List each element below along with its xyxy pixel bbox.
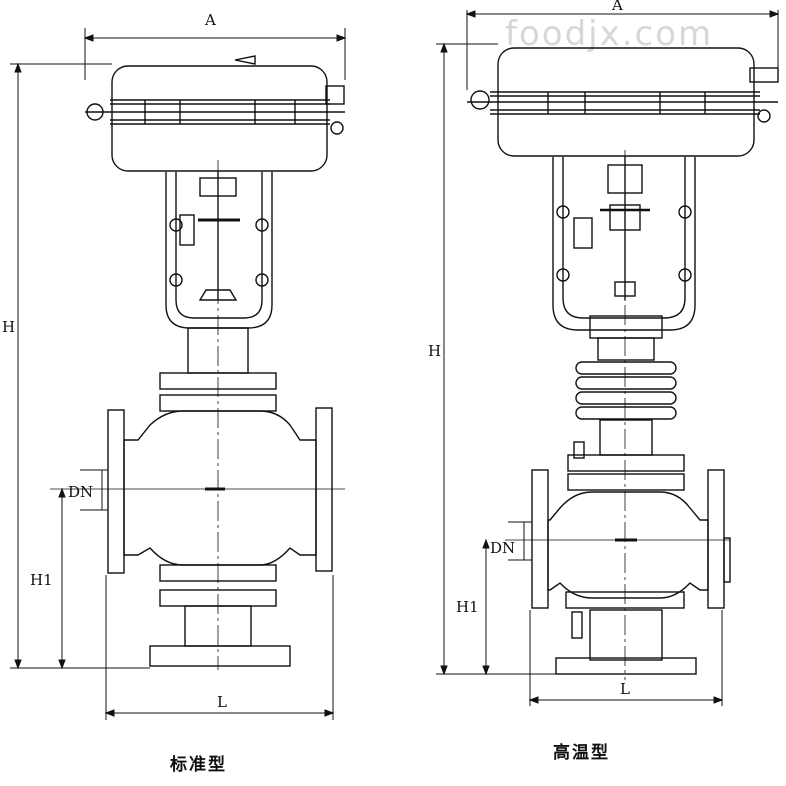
dim-h-left bbox=[10, 62, 150, 670]
valve-body-left bbox=[50, 160, 345, 670]
standard-valve: A bbox=[2, 11, 347, 720]
high-temp-valve: A bbox=[428, 0, 780, 706]
valve-body-right bbox=[505, 150, 731, 680]
dim-dn-left bbox=[80, 469, 108, 511]
dim-h1-left bbox=[58, 487, 66, 670]
yoke-left bbox=[165, 172, 273, 329]
label-h-left: H bbox=[2, 318, 15, 336]
dim-h1-right bbox=[482, 538, 490, 676]
label-a-right: A bbox=[611, 0, 623, 14]
label-dn-right: DN bbox=[490, 539, 515, 557]
label-l-right: L bbox=[620, 680, 630, 698]
dim-l-left bbox=[104, 575, 335, 720]
bellows-right bbox=[567, 315, 685, 491]
label-h-right: H bbox=[428, 342, 441, 360]
dim-a-right bbox=[465, 10, 780, 90]
actuator-right bbox=[467, 47, 779, 157]
caption-standard: 标准型 bbox=[170, 755, 227, 775]
dim-l-right bbox=[528, 610, 724, 706]
actuator-left bbox=[85, 55, 345, 172]
label-dn-left: DN bbox=[68, 483, 93, 501]
caption-high-temp: 高温型 bbox=[553, 743, 610, 763]
dim-dn-right bbox=[508, 521, 532, 561]
label-h1-right: H1 bbox=[456, 598, 479, 616]
label-a-left: A bbox=[204, 11, 216, 29]
dim-h-right bbox=[436, 42, 556, 676]
label-l-left: L bbox=[217, 693, 227, 711]
yoke-right bbox=[552, 157, 696, 331]
label-h1-left: H1 bbox=[30, 571, 53, 589]
dim-a-left bbox=[83, 28, 347, 80]
